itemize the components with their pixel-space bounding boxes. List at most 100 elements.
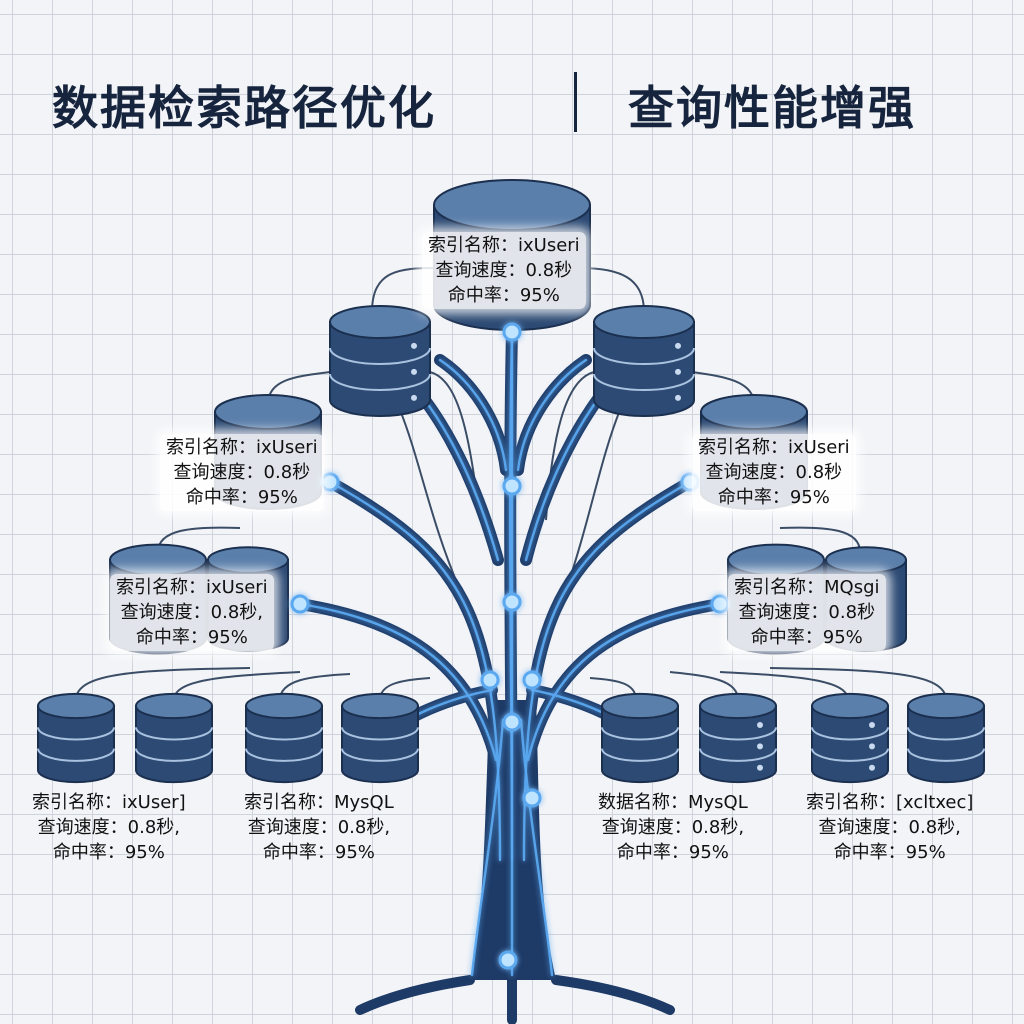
glow-node-11: [522, 670, 542, 690]
data-path-3: [298, 602, 498, 762]
database-leaf-8-body: [907, 705, 985, 784]
glow-node-5: [498, 950, 518, 970]
database-level2-left-top: [214, 394, 322, 430]
database-level1-right-top: [593, 305, 695, 339]
database-level3-left-a-top: [109, 543, 207, 577]
database-leaf-6-led-2: [757, 764, 763, 771]
database-level1-right-led-2: [675, 394, 681, 401]
database-leaf-5-band-2: [601, 748, 679, 762]
database-leaf-2: [135, 692, 213, 784]
database-level1-right-band-2: [593, 373, 695, 391]
database-leaf-2-band-2: [135, 748, 213, 762]
glow-node-3: [502, 712, 522, 732]
database-leaf-7-band-1: [811, 727, 889, 741]
label-bottom-1: 索引名称：ixUser]查询速度：0.8秒,命中率：95%: [32, 792, 186, 863]
connection-wire-5: [779, 526, 861, 553]
database-level1-right-body: [593, 321, 695, 417]
database-leaf-5-body: [601, 705, 679, 784]
data-path-12: [470, 718, 505, 977]
title-right: 查询性能增强: [628, 81, 916, 135]
database-leaf-6-led-0: [757, 722, 763, 729]
database-leaf-8-band-1: [907, 727, 985, 741]
branch-10: [512, 354, 592, 476]
database-leaf-4-band-2: [341, 748, 419, 762]
database-leaf-3-band-2: [245, 748, 323, 762]
database-level3-right-b-top: [825, 546, 907, 574]
database-leaf-3: [245, 692, 323, 784]
glow-node-0: [502, 322, 522, 342]
database-level1-right-led-1: [675, 368, 681, 375]
data-path-4: [526, 602, 722, 762]
root-1: [551, 975, 675, 1015]
database-leaf-5-band-1: [601, 727, 679, 741]
database-leaf-6-led-1: [757, 743, 763, 750]
database-leaf-1-band-1: [37, 727, 115, 741]
database-level1-left-band-1: [329, 347, 431, 365]
database-leaf-1: [37, 692, 115, 784]
connection-wire-16: [399, 409, 461, 591]
glow-node-9: [710, 594, 730, 614]
database-level1-right-band-1: [593, 347, 695, 365]
data-path-13: [519, 718, 554, 977]
database-leaf-7-body: [811, 705, 889, 784]
database-leaf-2-band-1: [135, 727, 213, 741]
database-leaf-3-band-1: [245, 727, 323, 741]
database-leaf-7-band-2: [811, 748, 889, 762]
database-leaf-8-band-2: [907, 748, 985, 762]
database-level3-right-a-top: [727, 543, 825, 577]
database-leaf-1-band-2: [37, 748, 115, 762]
title-divider: [574, 72, 577, 132]
connection-wire-13: [769, 667, 947, 701]
database-level1-left-top: [329, 305, 431, 339]
database-leaf-7-led-2: [869, 764, 875, 771]
database-level1-left-led-1: [411, 368, 417, 375]
database-leaf-2-body: [135, 705, 213, 784]
database-leaf-8: [907, 692, 985, 784]
connection-wire-17: [565, 409, 621, 591]
database-level1-right-led-0: [675, 342, 681, 349]
glow-node-2: [502, 592, 522, 612]
database-leaf-7-top: [811, 692, 889, 720]
database-leaf-8-top: [907, 692, 985, 720]
database-leaf-7-led-0: [869, 722, 875, 729]
glow-node-6: [320, 472, 340, 492]
connection-wire-6: [75, 667, 251, 701]
database-leaf-7-led-1: [869, 743, 875, 750]
database-level1-left-band-2: [329, 373, 431, 391]
database-level3-left-b-top: [207, 546, 289, 574]
data-path-10: [516, 358, 588, 472]
database-leaf-1-top: [37, 692, 115, 720]
root-0: [355, 975, 475, 1015]
database-level1-left-led-0: [411, 342, 417, 349]
database-leaf-3-body: [245, 705, 323, 784]
database-leaf-4-top: [341, 692, 419, 720]
database-leaf-6-body: [699, 705, 777, 784]
database-leaf-6: [699, 692, 777, 784]
branch-9: [434, 354, 512, 476]
database-level1-left-body: [329, 321, 431, 417]
connection-wire-1: [579, 267, 645, 313]
database-level1-right: [593, 305, 695, 417]
glow-node-8: [290, 594, 310, 614]
glowing-data-paths: [298, 328, 722, 977]
database-leaf-7: [811, 692, 889, 784]
data-path-9: [438, 358, 508, 472]
database-nodes: [37, 179, 985, 784]
database-leaf-6-top: [699, 692, 777, 720]
database-leaf-6-band-2: [699, 748, 777, 762]
database-leaf-2-top: [135, 692, 213, 720]
database-leaf-6-band-1: [699, 727, 777, 741]
label-bottom-4: 索引名称：[xcltxec]查询速度：0.8秒,命中率：95%: [806, 792, 974, 863]
database-leaf-4: [341, 692, 419, 784]
database-leaf-3-top: [245, 692, 323, 720]
database-leaf-1-body: [37, 705, 115, 784]
title-left: 数据检索路径优化: [52, 81, 436, 135]
